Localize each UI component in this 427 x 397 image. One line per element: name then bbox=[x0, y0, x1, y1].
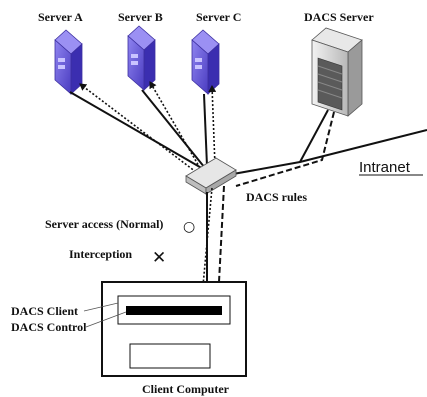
client-computer-label: Client Computer bbox=[142, 382, 230, 396]
server-a-label: Server A bbox=[38, 10, 83, 24]
normal-circle-icon: ○ bbox=[183, 219, 195, 235]
dacs-rules-path-client bbox=[218, 185, 225, 283]
server-b-icon bbox=[127, 25, 156, 91]
switch-icon bbox=[185, 157, 237, 195]
link-dacs-server bbox=[299, 109, 329, 163]
access-arrow-server-b bbox=[149, 81, 201, 169]
dacs-client-label: DACS Client bbox=[11, 304, 78, 318]
access-arrow-server-c bbox=[208, 85, 217, 167]
dacs-server-label: DACS Server bbox=[304, 10, 374, 24]
link-server-b bbox=[141, 89, 206, 169]
server-b-label: Server B bbox=[118, 10, 163, 24]
dacs-server-icon bbox=[311, 27, 363, 117]
legend-normal-label: Server access (Normal) bbox=[45, 217, 163, 231]
link-server-a bbox=[69, 91, 206, 171]
dacs-control-label: DACS Control bbox=[11, 320, 87, 334]
server-c-label: Server C bbox=[196, 10, 241, 24]
dacs-control-bar bbox=[126, 306, 222, 315]
dacs-rules-path bbox=[235, 111, 335, 187]
dacs-client-leader bbox=[83, 302, 119, 312]
dacs-control-leader bbox=[85, 311, 127, 328]
intranet-label: Intranet bbox=[359, 159, 411, 176]
server-a-icon bbox=[54, 29, 83, 95]
access-arrow-server-a bbox=[79, 83, 197, 173]
dacs-rules-label: DACS rules bbox=[246, 190, 307, 204]
client-app-box bbox=[129, 343, 211, 369]
link-server-c bbox=[203, 93, 208, 167]
legend-interception-label: Interception bbox=[69, 247, 132, 261]
access-path-client bbox=[197, 187, 213, 341]
server-c-icon bbox=[191, 29, 220, 95]
interception-cross-icon: ✕ bbox=[152, 248, 166, 268]
